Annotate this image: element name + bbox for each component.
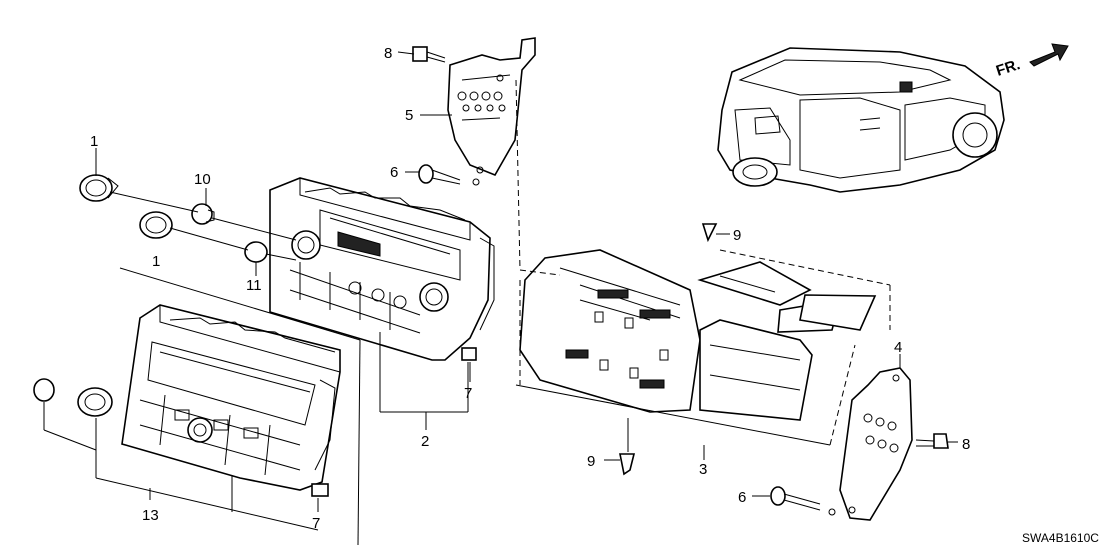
audio-panel-lower	[121, 304, 341, 491]
callout-3: 3	[699, 461, 707, 478]
callout-6-upper: 6	[390, 164, 398, 181]
knob-1-lower	[139, 211, 173, 239]
callout-10: 10	[194, 171, 211, 188]
callout-8-right: 8	[962, 436, 970, 453]
screw-6-upper	[418, 164, 480, 186]
callout-13: 13	[142, 507, 159, 524]
callout-8-upper: 8	[384, 45, 392, 62]
callout-11: 11	[246, 277, 262, 294]
callout-9-upper: 9	[733, 227, 741, 244]
screw-9-lower	[619, 453, 636, 476]
knob-11	[244, 241, 268, 263]
vehicle-illustration	[717, 47, 1005, 193]
callout-7-upper: 7	[464, 385, 472, 402]
callout-5: 5	[405, 107, 413, 124]
front-direction-label: FR.	[994, 56, 1022, 80]
clip-7-upper	[461, 347, 477, 361]
bracket-upper	[447, 37, 536, 177]
knob-1-upper	[79, 174, 119, 202]
audio-unit-chassis	[519, 249, 877, 421]
front-wheel	[952, 112, 998, 158]
diagram-code: SWA4B1610C	[1022, 531, 1099, 545]
arrow-right-icon	[1029, 43, 1069, 67]
callout-2: 2	[421, 433, 429, 450]
clip-7-lower	[311, 483, 329, 497]
screw-8-right	[915, 433, 949, 449]
callout-1-lower: 1	[152, 253, 160, 270]
front-direction-indicator: FR.	[994, 43, 1069, 80]
audio-panel-upper	[269, 177, 495, 361]
screw-6-right	[770, 486, 836, 516]
knob-lower-right	[77, 387, 113, 417]
rear-wheel	[732, 157, 778, 187]
screw-9-upper	[701, 223, 718, 243]
callout-4: 4	[894, 339, 902, 356]
callout-1-upper: 1	[90, 133, 98, 150]
knob-10	[191, 203, 215, 225]
callout-6-right: 6	[738, 489, 746, 506]
callout-7-lower: 7	[312, 515, 320, 532]
screw-8-upper	[412, 46, 446, 63]
leader-lines	[43, 51, 958, 546]
center-console-marker	[899, 81, 913, 93]
knob-lower-left	[33, 378, 55, 402]
callout-labels: 1 1 10 11 13 2 3 4 5 6 6 7 7 8 8 9 9	[90, 45, 970, 532]
bracket-right	[839, 367, 913, 521]
callout-9-lower: 9	[587, 453, 595, 470]
